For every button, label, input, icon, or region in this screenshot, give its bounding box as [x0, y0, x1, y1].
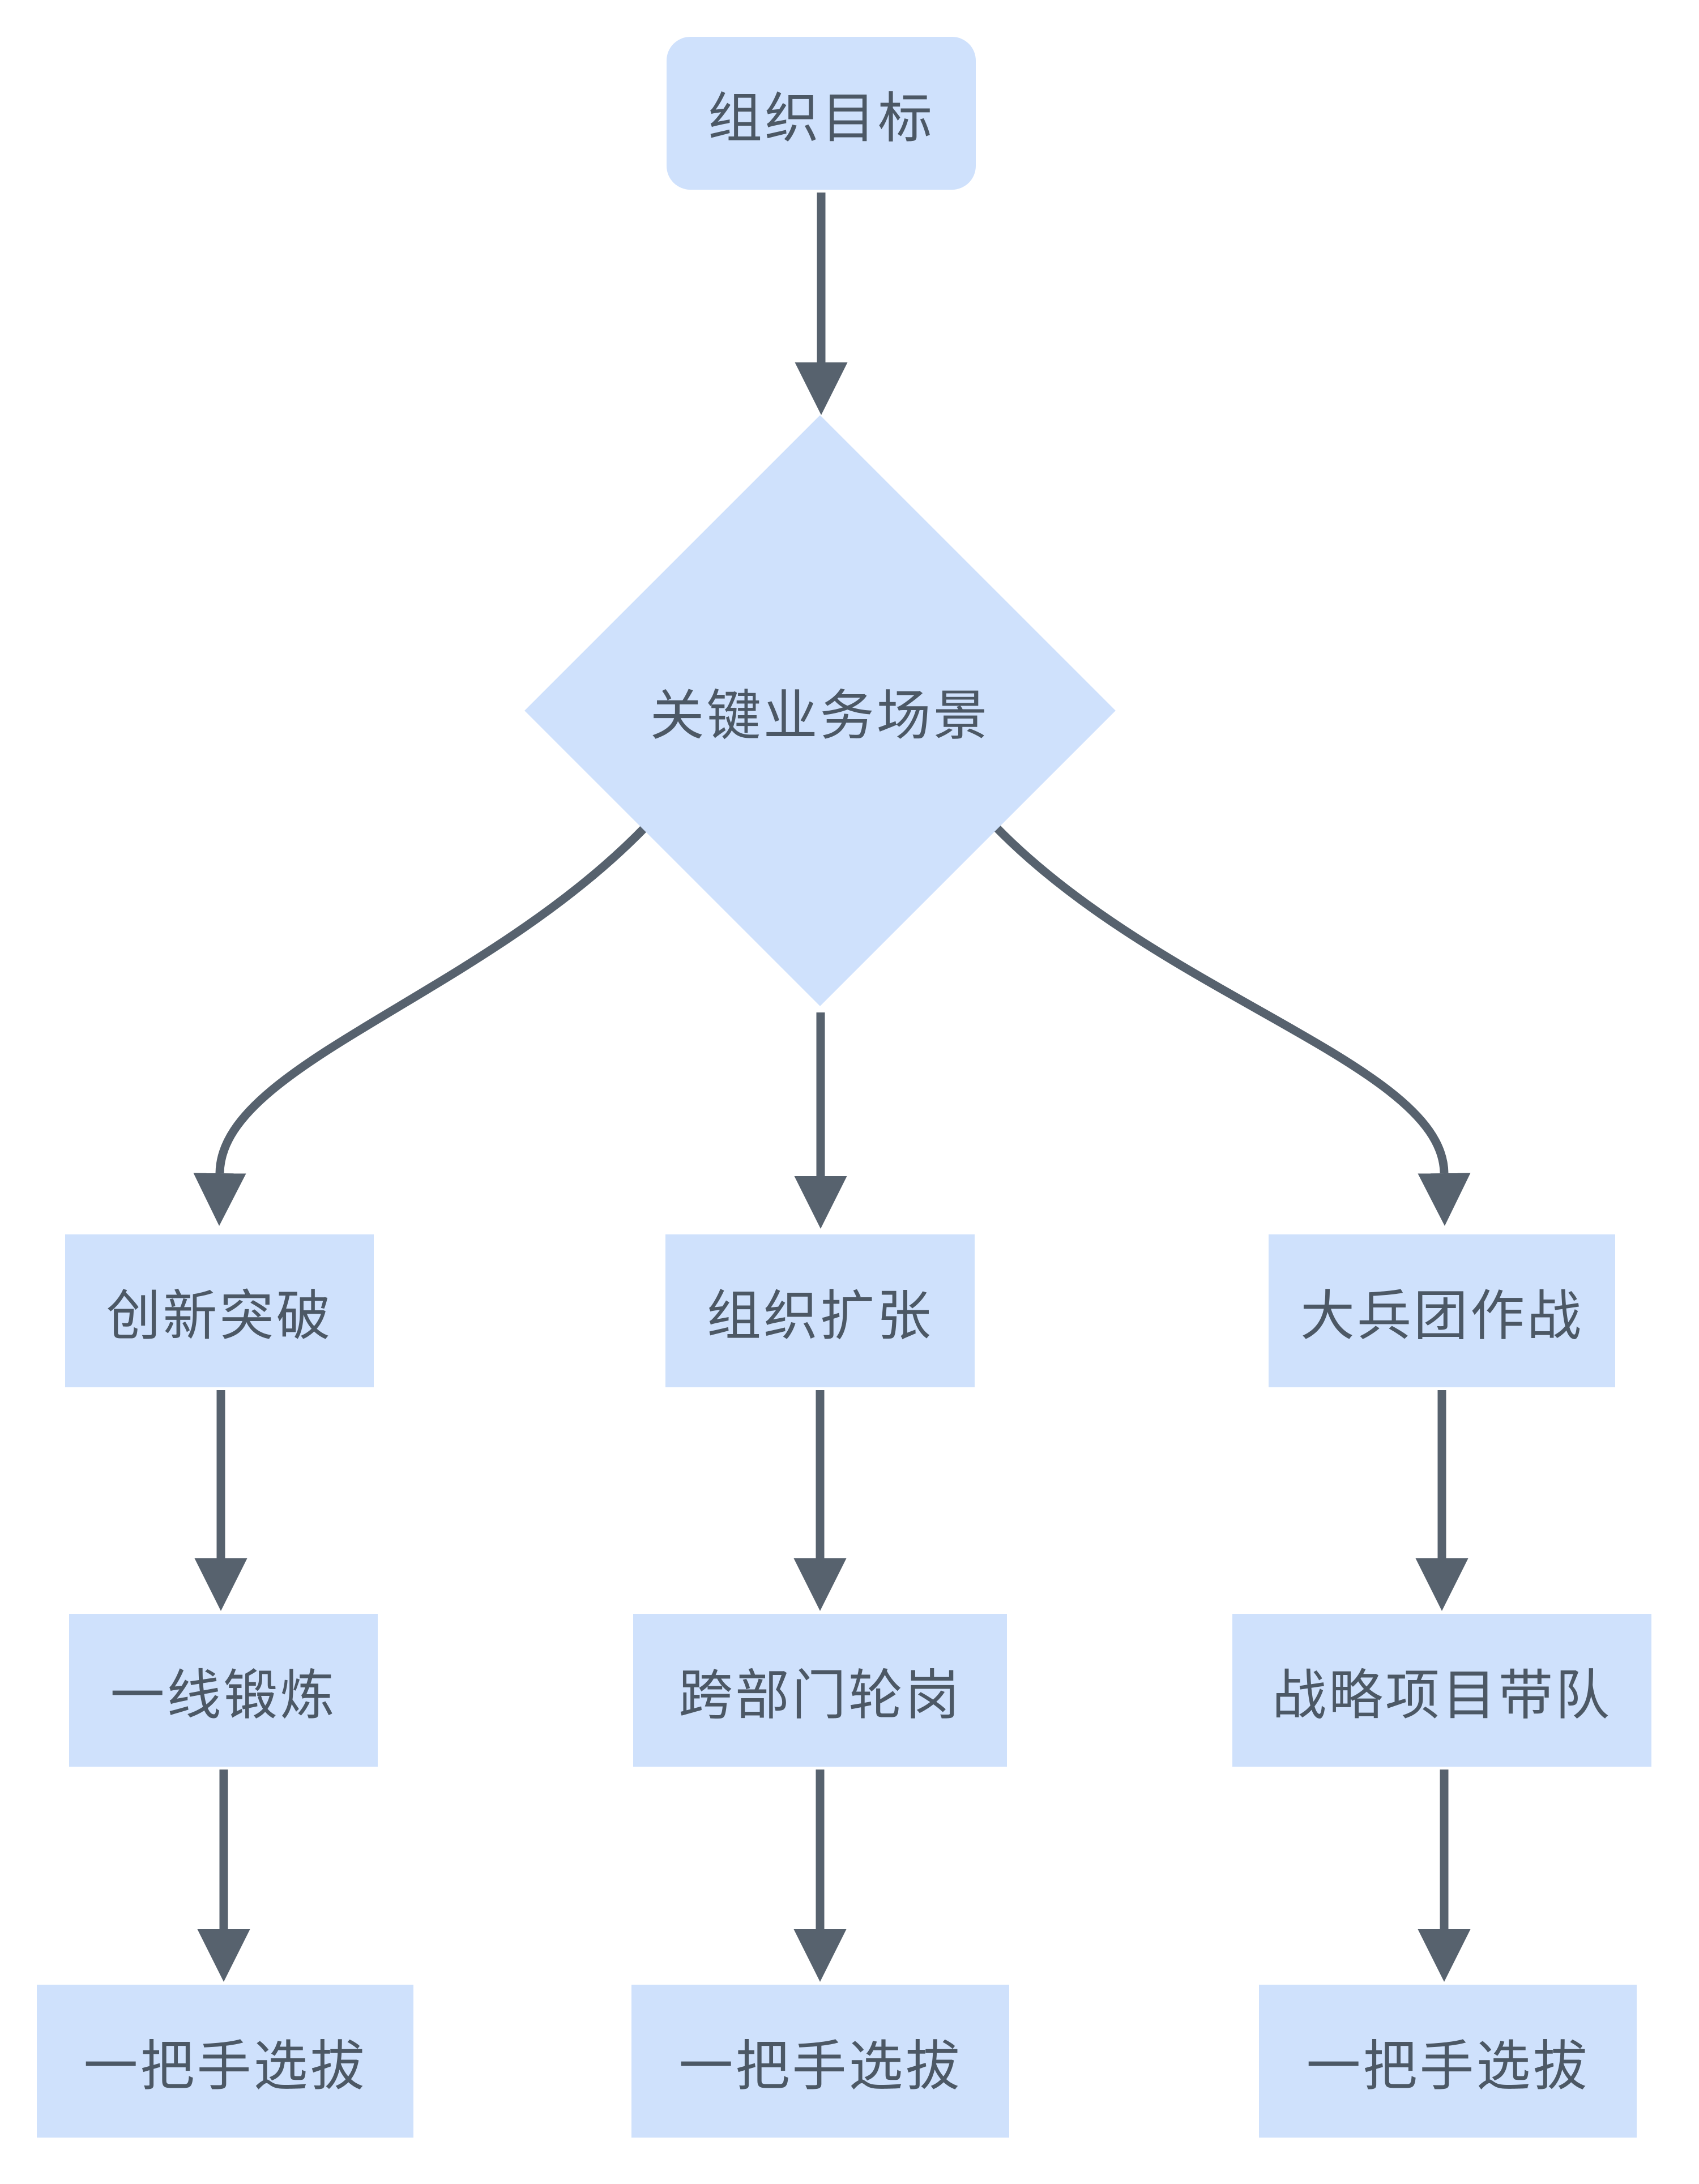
node-scenario-expansion: 组织扩张: [665, 1234, 975, 1387]
arrow-decision-to-scenario-corps: [992, 823, 1471, 1226]
decision-label: 关键业务场景: [650, 685, 990, 746]
arrow-decision-to-scenario-innovation: [193, 823, 649, 1226]
node-outcome-leader-selection-1: 一把手选拔: [631, 1985, 1009, 2138]
node-outcome-leader-selection-0: 一把手选拔: [37, 1985, 413, 2138]
node-development-frontline: 一线锻炼: [69, 1614, 378, 1767]
node-scenario-corps: 大兵团作战: [1269, 1234, 1615, 1387]
node-scenario-innovation: 创新突破: [65, 1234, 374, 1387]
node-organization-goal: 组织目标: [667, 37, 976, 190]
node-development-rotation: 跨部门轮岗: [633, 1614, 1007, 1767]
node-development-strategic-project: 战略项目带队: [1232, 1614, 1651, 1767]
node-outcome-leader-selection-2: 一把手选拔: [1259, 1985, 1637, 2138]
